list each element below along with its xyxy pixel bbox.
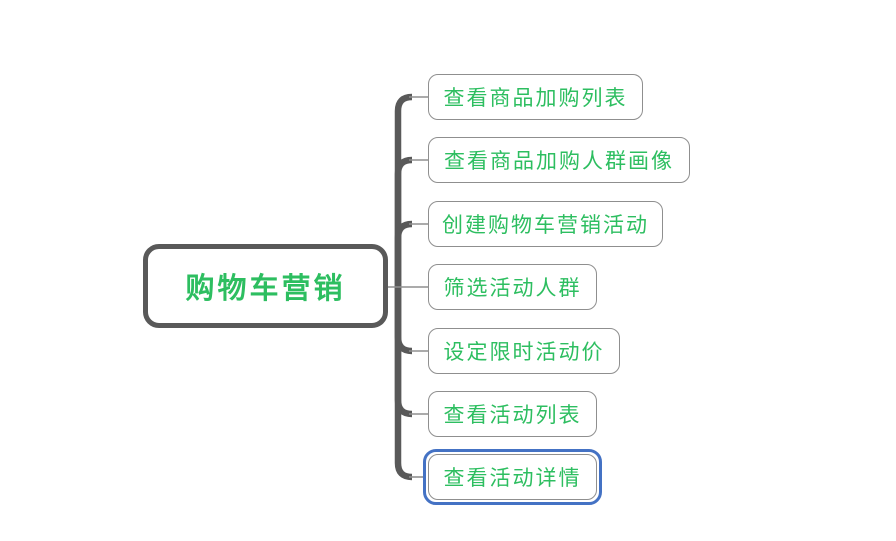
topic-label: 查看商品加购人群画像 bbox=[444, 149, 674, 173]
topic-node-view-cart-add-list[interactable]: 查看商品加购列表 bbox=[428, 74, 643, 120]
topic-label: 设定限时活动价 bbox=[443, 340, 605, 364]
topic-label: 查看活动列表 bbox=[443, 403, 582, 427]
selected-topic-outline: 查看活动详情 bbox=[423, 449, 602, 505]
topic-node-view-campaign-list[interactable]: 查看活动列表 bbox=[428, 391, 597, 437]
topic-node-filter-audience[interactable]: 筛选活动人群 bbox=[428, 264, 597, 310]
topic-node-set-limited-price[interactable]: 设定限时活动价 bbox=[428, 328, 620, 374]
topic-node-view-campaign-detail[interactable]: 查看活动详情 bbox=[428, 454, 597, 500]
topic-label: 创建购物车营销活动 bbox=[442, 213, 649, 237]
root-topic-label: 购物车营销 bbox=[185, 273, 346, 305]
root-topic-node[interactable]: 购物车营销 bbox=[143, 244, 388, 328]
topic-node-view-cart-add-audience[interactable]: 查看商品加购人群画像 bbox=[428, 137, 690, 183]
topic-label: 查看商品加购列表 bbox=[443, 86, 628, 110]
topic-label: 查看活动详情 bbox=[443, 466, 582, 490]
trunk-branch-3 bbox=[394, 220, 413, 287]
topic-node-create-campaign[interactable]: 创建购物车营销活动 bbox=[428, 201, 663, 247]
topic-label: 筛选活动人群 bbox=[443, 276, 582, 300]
trunk-branch-7 bbox=[394, 287, 413, 481]
